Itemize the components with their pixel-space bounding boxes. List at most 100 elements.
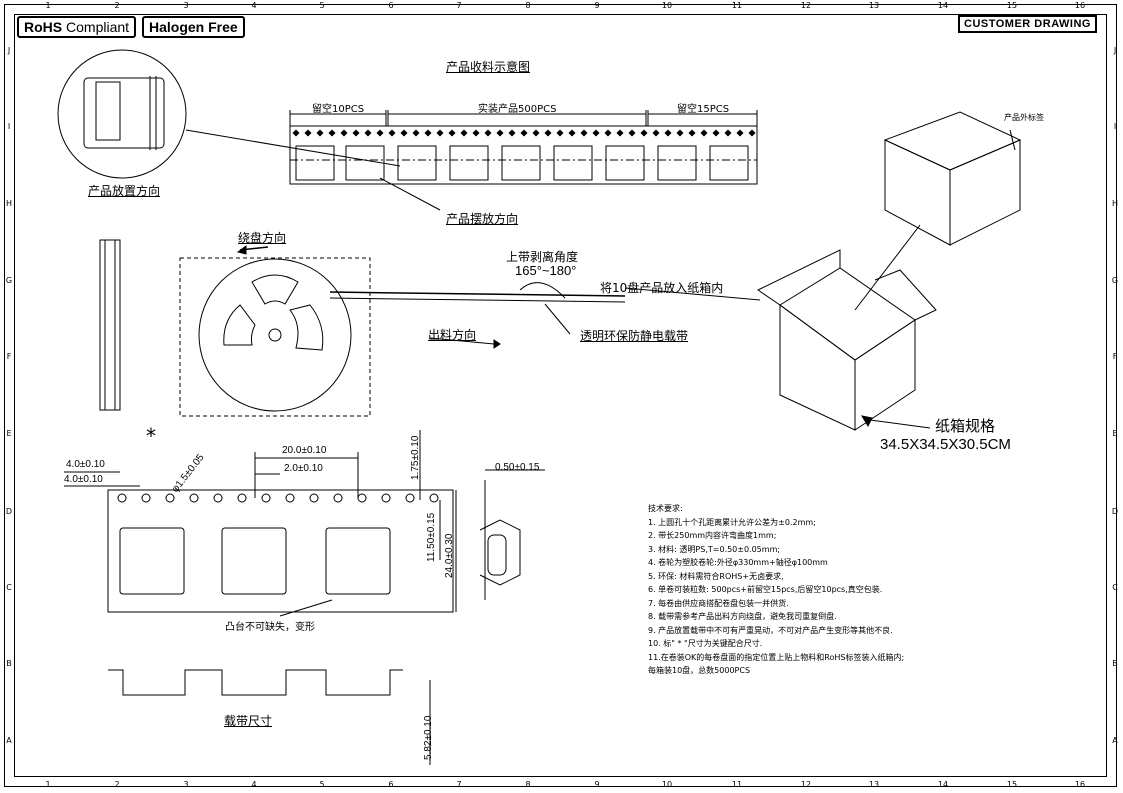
- column-number: 1: [45, 780, 51, 789]
- row-letter: D: [5, 507, 13, 516]
- reel-window-2: [223, 304, 256, 346]
- dim-4-0-a: 4.0±0.10: [66, 459, 105, 470]
- placement-dir-label: 产品放置方向: [88, 184, 161, 198]
- row-letter: C: [1112, 583, 1118, 592]
- peel-angle-arc: [519, 282, 566, 299]
- row-letter: C: [6, 583, 12, 592]
- carton-closed-top: [883, 111, 1022, 171]
- carton-spec-title: 纸箱规格: [935, 417, 996, 435]
- dim-11-50: 11.50±0.15: [426, 512, 437, 562]
- column-number: 13: [868, 780, 880, 789]
- tape-sprocket: [628, 129, 636, 137]
- tape-sprocket: [400, 129, 408, 137]
- carton-top-open: [779, 267, 916, 361]
- tape-sprocket: [664, 129, 672, 137]
- clear-tape-label: 透明环保防静电载带: [580, 329, 689, 343]
- tape-sprocket: [376, 129, 384, 137]
- tape-pocket: [501, 145, 541, 181]
- note-item: 4. 卷轮为塑胶卷轮:外径φ330mm+轴径φ100mm: [648, 558, 828, 567]
- tape-sprocket: [520, 129, 528, 137]
- column-number: 5: [319, 1, 325, 10]
- tape-sprocket: [340, 129, 348, 137]
- tape-dims-label: 载带尺寸: [224, 714, 273, 728]
- reel-side-view: [99, 239, 121, 411]
- carton-closed-side: [949, 139, 1021, 246]
- sprocket-hole: [309, 493, 319, 503]
- detail-part-inner: [95, 81, 121, 141]
- tape-pocket: [345, 145, 385, 181]
- row-letter: E: [1112, 429, 1118, 438]
- dim-24: 24.0±0.30: [444, 533, 455, 578]
- winding-dir-label: 绕盘方向: [238, 231, 287, 245]
- dim-2: 2.0±0.10: [284, 463, 323, 474]
- tape-sprocket: [388, 129, 396, 137]
- row-letter: A: [1112, 736, 1118, 745]
- column-number: 1: [45, 1, 51, 10]
- outer-frame: [4, 4, 1117, 787]
- column-number: 10: [661, 780, 673, 789]
- rohs-bold-text: RoHS: [24, 19, 63, 35]
- reel-bbox: [179, 257, 371, 417]
- empty-10-label: 留空10PCS: [312, 104, 365, 115]
- row-letter: I: [7, 122, 11, 131]
- column-number: 14: [937, 1, 949, 10]
- pocket-1: [119, 527, 185, 595]
- tape-dim-drawing: [107, 489, 454, 613]
- sprocket-hole: [285, 493, 295, 503]
- peel-angle-title: 上带剥离角度: [506, 250, 579, 264]
- column-number: 12: [800, 780, 812, 789]
- tape-feed-line: [329, 291, 626, 297]
- orientation-dir-label: 产品摆放方向: [446, 212, 519, 226]
- row-letter: A: [6, 736, 12, 745]
- column-number: 9: [594, 780, 600, 789]
- tape-pocket: [449, 145, 489, 181]
- carton-side: [854, 319, 916, 431]
- column-number: 16: [1074, 780, 1086, 789]
- note-item: 1. 上圆孔十个孔距离累计允许公差为±0.2mm;: [648, 517, 816, 527]
- note-item: 10. 标" * "尺寸为关键配合尺寸.: [648, 639, 763, 648]
- reel-window-1: [251, 274, 299, 305]
- row-letter: I: [1113, 122, 1117, 131]
- row-letter: H: [5, 199, 12, 208]
- row-letter: J: [7, 46, 11, 55]
- loaded-500-label: 实装产品500PCS: [478, 104, 557, 115]
- sprocket-hole: [141, 493, 151, 503]
- boss-note: 凸台不可缺失，变形: [225, 622, 315, 633]
- tape-pocket: [657, 145, 697, 181]
- rohs-rest-text: Compliant: [66, 19, 130, 35]
- dim-1-75: 1.75±0.10: [410, 435, 421, 480]
- tape-sprocket: [748, 129, 756, 137]
- note-item: 11.在卷装OK的每卷盘面的指定位置上贴上物料和RoHS标签装入纸箱内;: [648, 652, 905, 662]
- tape-pocket: [553, 145, 593, 181]
- column-number: 11: [731, 1, 743, 10]
- detail-circle: [57, 49, 187, 179]
- tape-pocket: [605, 145, 645, 181]
- column-number: 8: [525, 780, 531, 789]
- column-number: 10: [661, 1, 673, 10]
- inner-frame: [14, 14, 1107, 777]
- sprocket-hole: [357, 493, 367, 503]
- tape-pocket: [709, 145, 749, 181]
- tape-sprocket: [484, 129, 492, 137]
- carton-spec-value: 34.5X34.5X30.5CM: [880, 436, 1011, 453]
- row-letter: F: [6, 352, 12, 361]
- column-number: 2: [114, 1, 120, 10]
- dim-0-50: 0.50±0.15: [495, 462, 540, 473]
- note-item: 每箱装10盘，总数5000PCS: [648, 666, 751, 675]
- tape-pocket: [397, 145, 437, 181]
- key-dim-asterisk: *: [146, 424, 156, 448]
- row-letter: J: [1113, 46, 1117, 55]
- column-number: 7: [456, 780, 462, 789]
- reel-window-3: [289, 304, 324, 351]
- sprocket-hole: [381, 493, 391, 503]
- tape-sprocket: [712, 129, 720, 137]
- note-item: 9. 产品放置载带中不可有严重晃动，不可对产品产生变形等其他不良.: [648, 625, 893, 635]
- tape-sprocket: [568, 129, 576, 137]
- reel-front: [198, 258, 352, 412]
- column-number: 5: [319, 780, 325, 789]
- tape-strip-top: [289, 125, 758, 185]
- row-letter: B: [1112, 659, 1118, 668]
- tape-side-profile: [479, 480, 521, 600]
- column-number: 9: [594, 1, 600, 10]
- tape-sprocket: [328, 129, 336, 137]
